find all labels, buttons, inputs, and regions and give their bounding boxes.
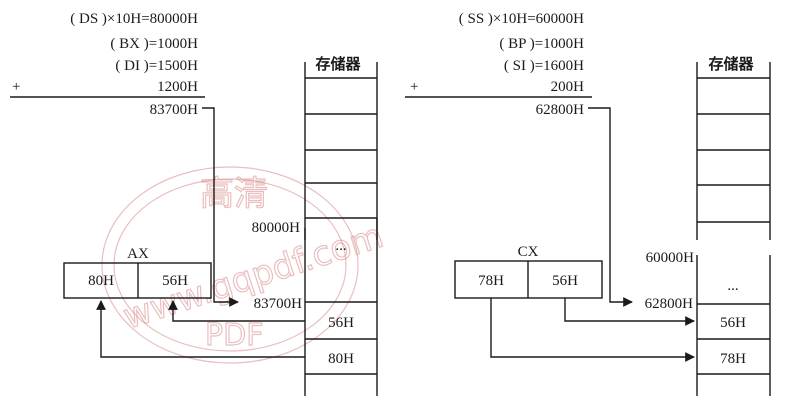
left-calc-result: 83700H	[150, 102, 199, 118]
right-memory: 存储器 60000H ... 56H 78H 62800H	[645, 55, 771, 396]
register-cx-high: 78H	[478, 273, 504, 289]
left-address-calculation: ( DS )×10H=80000H ( BX )=1000H ( DI )=15…	[10, 11, 205, 118]
right-memory-title: 存储器	[708, 55, 754, 73]
watermark-pdf: PDF	[205, 318, 263, 353]
left-memory: 存储器 80000H ... 56H 80H 83700H	[252, 55, 378, 396]
right-calc-result: 62800H	[536, 102, 585, 118]
watermark: 高清 www.gqpdf.com PDF	[101, 166, 389, 364]
right-plus-sign: +	[410, 79, 418, 95]
left-memory-start-address: 80000H	[252, 220, 301, 236]
right-memory-start-address: 60000H	[646, 250, 695, 266]
right-calc-line-3: ( SI )=1600H	[504, 58, 584, 74]
right-calc-line-4: 200H	[551, 79, 585, 95]
register-ax-high: 80H	[88, 273, 114, 289]
left-memory-ellipsis: ...	[335, 238, 346, 254]
right-address-calculation: ( SS )×10H=60000H ( BP )=1000H ( SI )=16…	[405, 11, 592, 118]
left-plus-sign: +	[12, 79, 20, 95]
left-memory-target-address: 83700H	[254, 296, 303, 312]
right-memory-cell-78h: 78H	[720, 351, 746, 367]
left-memory-cell-80h: 80H	[328, 351, 354, 367]
watermark-title: 高清	[200, 174, 268, 214]
left-calc-line-4: 1200H	[157, 79, 198, 95]
left-address-arrow	[202, 107, 239, 307]
left-arrows	[96, 107, 305, 358]
right-low-byte-arrow	[564, 298, 695, 326]
right-high-byte-arrow	[490, 298, 695, 362]
right-memory-target-address: 62800H	[645, 296, 694, 312]
register-ax-low: 56H	[162, 273, 188, 289]
left-high-byte-arrow	[96, 300, 305, 358]
left-memory-title: 存储器	[315, 55, 361, 73]
left-low-byte-arrow	[168, 300, 305, 322]
left-memory-cell-56h: 56H	[328, 315, 354, 331]
right-memory-ellipsis: ...	[727, 278, 738, 294]
left-calc-line-1: ( DS )×10H=80000H	[70, 11, 198, 27]
register-ax-label: AX	[127, 246, 149, 262]
right-memory-cell-56h: 56H	[720, 315, 746, 331]
right-address-arrow	[588, 107, 633, 307]
register-ax: AX 80H 56H	[63, 246, 212, 299]
register-cx-label: CX	[518, 244, 539, 260]
right-arrows	[490, 107, 695, 362]
right-calc-line-1: ( SS )×10H=60000H	[459, 11, 584, 27]
register-cx: CX 78H 56H	[454, 244, 603, 299]
right-calc-line-2: ( BP )=1000H	[499, 36, 584, 52]
left-calc-line-2: ( BX )=1000H	[110, 36, 198, 52]
register-cx-low: 56H	[552, 273, 578, 289]
left-calc-line-3: ( DI )=1500H	[115, 58, 198, 74]
